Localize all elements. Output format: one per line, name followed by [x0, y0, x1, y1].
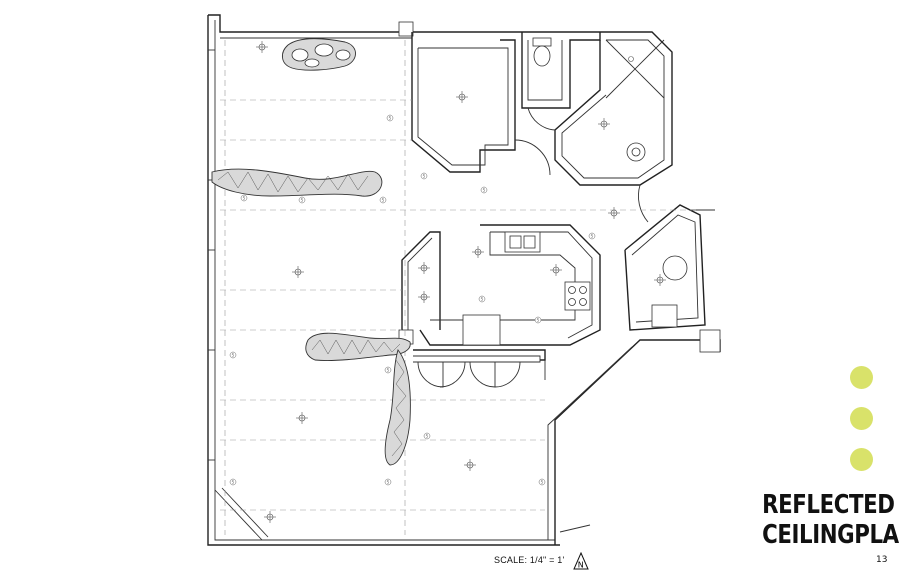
svg-text:S: S: [301, 198, 304, 203]
toilet-icon: [532, 37, 552, 67]
kitchen-walls: [401, 224, 601, 346]
smoke-detector-icon: S: [384, 366, 392, 374]
ceiling-lights: [256, 41, 666, 523]
title-line-2: CEILINGPLAN: [762, 520, 900, 550]
smoke-detector-icon: S: [588, 232, 596, 240]
smoke-detectors: S S S S S S S S S S S S S S S: [229, 114, 596, 486]
svg-text:S: S: [423, 174, 426, 179]
smoke-detector-icon: S: [379, 196, 387, 204]
ceiling-light-icon: [296, 412, 308, 424]
ceiling-light-icon: [292, 266, 304, 278]
svg-text:S: S: [426, 434, 429, 439]
ceiling-light-icon: [456, 91, 468, 103]
closet-walls: [411, 31, 673, 223]
ceiling-grid: [220, 40, 700, 535]
ceiling-light-icon: [654, 274, 666, 286]
hall-closet-walls: [413, 349, 546, 388]
smoke-detector-icon: S: [386, 114, 394, 122]
ceiling-light-icon: [418, 262, 430, 274]
title-line-1: REFLECTED: [762, 490, 895, 520]
svg-text:S: S: [387, 368, 390, 373]
smoke-detector-icon: S: [478, 295, 486, 303]
ceiling-light-icon: [550, 264, 562, 276]
smoke-detector-icon: S: [384, 478, 392, 486]
smoke-detector-icon: S: [534, 316, 542, 324]
svg-text:S: S: [541, 480, 544, 485]
ceiling-clouds: [211, 38, 411, 466]
ceiling-light-icon: [608, 207, 620, 219]
north-arrow-icon: N: [573, 551, 589, 570]
ceiling-light-icon: [264, 511, 276, 523]
ceiling-light-icon: [472, 246, 484, 258]
exterior-walls: [207, 14, 721, 546]
smoke-detector-icon: S: [298, 196, 306, 204]
svg-text:S: S: [382, 198, 385, 203]
smoke-detector-icon: S: [538, 478, 546, 486]
cooktop-icon: [628, 56, 634, 62]
ceiling-light-icon: [598, 118, 610, 130]
svg-text:S: S: [537, 318, 540, 323]
page-number: 13: [876, 555, 888, 565]
smoke-detector-icon: S: [423, 432, 431, 440]
accent-dot-1: [850, 366, 873, 389]
svg-text:S: S: [387, 480, 390, 485]
smoke-detector-icon: S: [240, 194, 248, 202]
ceiling-light-icon: [464, 459, 476, 471]
svg-text:S: S: [483, 188, 486, 193]
right-bath-walls: [624, 204, 715, 331]
smoke-detector-icon: S: [420, 172, 428, 180]
north-letter: N: [578, 561, 584, 570]
ceiling-light-icon: [256, 41, 268, 53]
smoke-detector-icon: S: [480, 186, 488, 194]
svg-text:S: S: [591, 234, 594, 239]
svg-text:S: S: [243, 196, 246, 201]
scale-label: SCALE: 1/4" = 1': [494, 555, 565, 565]
svg-text:S: S: [232, 480, 235, 485]
sink-icon: [626, 142, 646, 162]
svg-text:S: S: [481, 297, 484, 302]
ceiling-light-icon: [418, 291, 430, 303]
north-arrow: N: [573, 551, 589, 577]
smoke-detector-icon: S: [229, 351, 237, 359]
svg-text:S: S: [232, 353, 235, 358]
svg-text:S: S: [389, 116, 392, 121]
accent-dot-2: [850, 407, 873, 430]
accent-dot-3: [850, 448, 873, 471]
smoke-detector-icon: S: [229, 478, 237, 486]
